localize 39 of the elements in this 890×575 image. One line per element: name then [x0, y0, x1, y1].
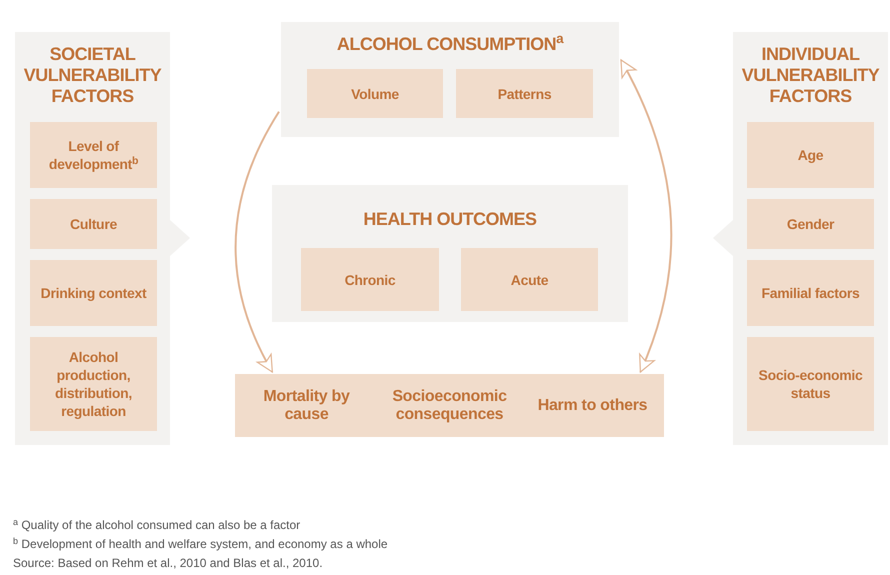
outcome-bar — [235, 374, 664, 437]
factor-box — [30, 199, 157, 249]
footnote: $^{a}$ Quality of the alcohol consumed can also be a factor — [13, 516, 302, 534]
factor-label: Level of development$^{b}$ — [48, 137, 140, 173]
factor-panel — [281, 22, 619, 137]
factor-box — [456, 69, 593, 118]
footnote: $^{b}$ Development of health and welfare system, and economy as a whole — [13, 535, 388, 553]
factor-box — [30, 122, 157, 188]
panel-heading: SOCIETAL VULNERABILITY FACTORS — [23, 44, 162, 107]
factor-box — [747, 337, 874, 431]
factor-panel — [272, 185, 628, 322]
factor-label: Familial factors — [760, 284, 860, 302]
factor-box — [307, 69, 443, 118]
factor-box — [747, 199, 874, 249]
factor-label: Gender — [786, 215, 836, 233]
factor-label: Acute — [510, 270, 550, 288]
outcome-label: Socioeconomic consequences — [391, 388, 508, 424]
factor-box — [30, 260, 157, 326]
factor-label: Chronic — [344, 270, 396, 288]
factor-label: Age — [796, 146, 824, 164]
factor-label: Alcohol production, distribution, regulation — [54, 348, 133, 420]
outcome-label: Harm to others — [536, 396, 648, 414]
factor-label: Patterns — [496, 84, 552, 102]
curved-arrow — [620, 59, 672, 373]
factor-label: Socio-economic status — [758, 366, 864, 402]
factor-box — [301, 248, 439, 311]
footnote: Source: Based on Rehm et al., 2010 and Blas et al., 2010. — [13, 555, 324, 572]
outcome-label: Mortality by cause — [262, 388, 351, 424]
factor-label: Volume — [350, 84, 400, 102]
factor-label: Culture — [69, 215, 118, 233]
factor-label: Drinking context — [40, 284, 148, 302]
curved-arrow — [234, 111, 280, 373]
panel-heading: INDIVIDUAL VULNERABILITY FACTORS — [741, 44, 880, 107]
factor-box — [461, 248, 598, 311]
factor-box — [30, 337, 157, 431]
panel-heading: ALCOHOL CONSUMPTION$^{a}$ — [336, 34, 565, 55]
factor-box — [747, 260, 874, 326]
panel-heading: HEALTH OUTCOMES — [362, 209, 538, 230]
factor-box — [747, 122, 874, 188]
